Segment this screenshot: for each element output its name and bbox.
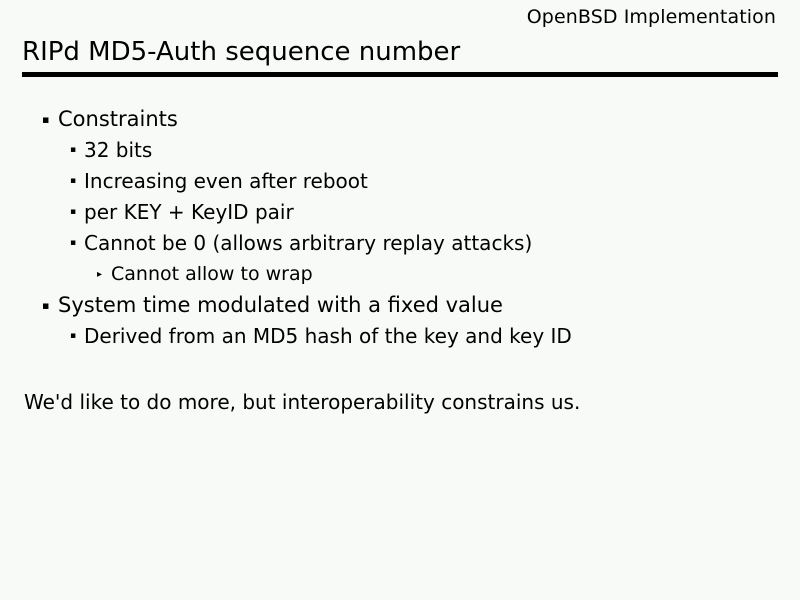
bullet-item-label: 32 bits	[84, 138, 153, 162]
bullet-marker-icon: ▸	[97, 269, 103, 280]
bullet-item-label: per KEY + KeyID pair	[84, 200, 294, 224]
bullet-marker-icon: ▪	[70, 145, 77, 155]
slide-title: RIPd MD5-Auth sequence number	[22, 37, 461, 67]
bullet-marker-icon: ▪	[70, 331, 77, 341]
bullet-item-label: Cannot allow to wrap	[111, 263, 313, 285]
bullet-item-level-1: ▪ System time modulated with a fixed valu…	[0, 290, 800, 321]
bullet-item-level-3: ▸ Cannot allow to wrap	[0, 259, 800, 290]
bullet-item-label: System time modulated with a fixed value	[58, 293, 503, 317]
bullet-item-label: Derived from an MD5 hash of the key and …	[84, 324, 572, 348]
bullet-item-level-2: ▪ Derived from an MD5 hash of the key and…	[0, 321, 800, 352]
bullet-item-level-2: ▪ Cannot be 0 (allows arbitrary replay at…	[0, 228, 800, 259]
bullet-marker-icon: ▪	[70, 176, 77, 186]
bullet-item-level-2: ▪ Increasing even after reboot	[0, 166, 800, 197]
bullet-list: ▪ Constraints ▪ 32 bits ▪ Increasing even aft…	[0, 104, 800, 352]
bullet-marker-icon: ▪	[70, 238, 77, 248]
bullet-marker-icon: ▪	[70, 207, 77, 217]
bullet-marker-icon: ▪	[42, 113, 50, 126]
bullet-item-level-2: ▪ per KEY + KeyID pair	[0, 197, 800, 228]
bullet-marker-icon: ▪	[42, 299, 50, 312]
bullet-item-label: Increasing even after reboot	[84, 169, 368, 193]
bullet-item-level-2: ▪ 32 bits	[0, 135, 800, 166]
bullet-item-label: Cannot be 0 (allows arbitrary replay att…	[84, 231, 533, 255]
bullet-item-level-1: ▪ Constraints	[0, 104, 800, 135]
slide-header-label: OpenBSD Implementation	[526, 6, 776, 28]
bullet-item-label: Constraints	[58, 107, 178, 131]
closing-note: We'd like to do more, but interoperabili…	[24, 390, 581, 414]
title-divider-rule	[22, 72, 778, 77]
